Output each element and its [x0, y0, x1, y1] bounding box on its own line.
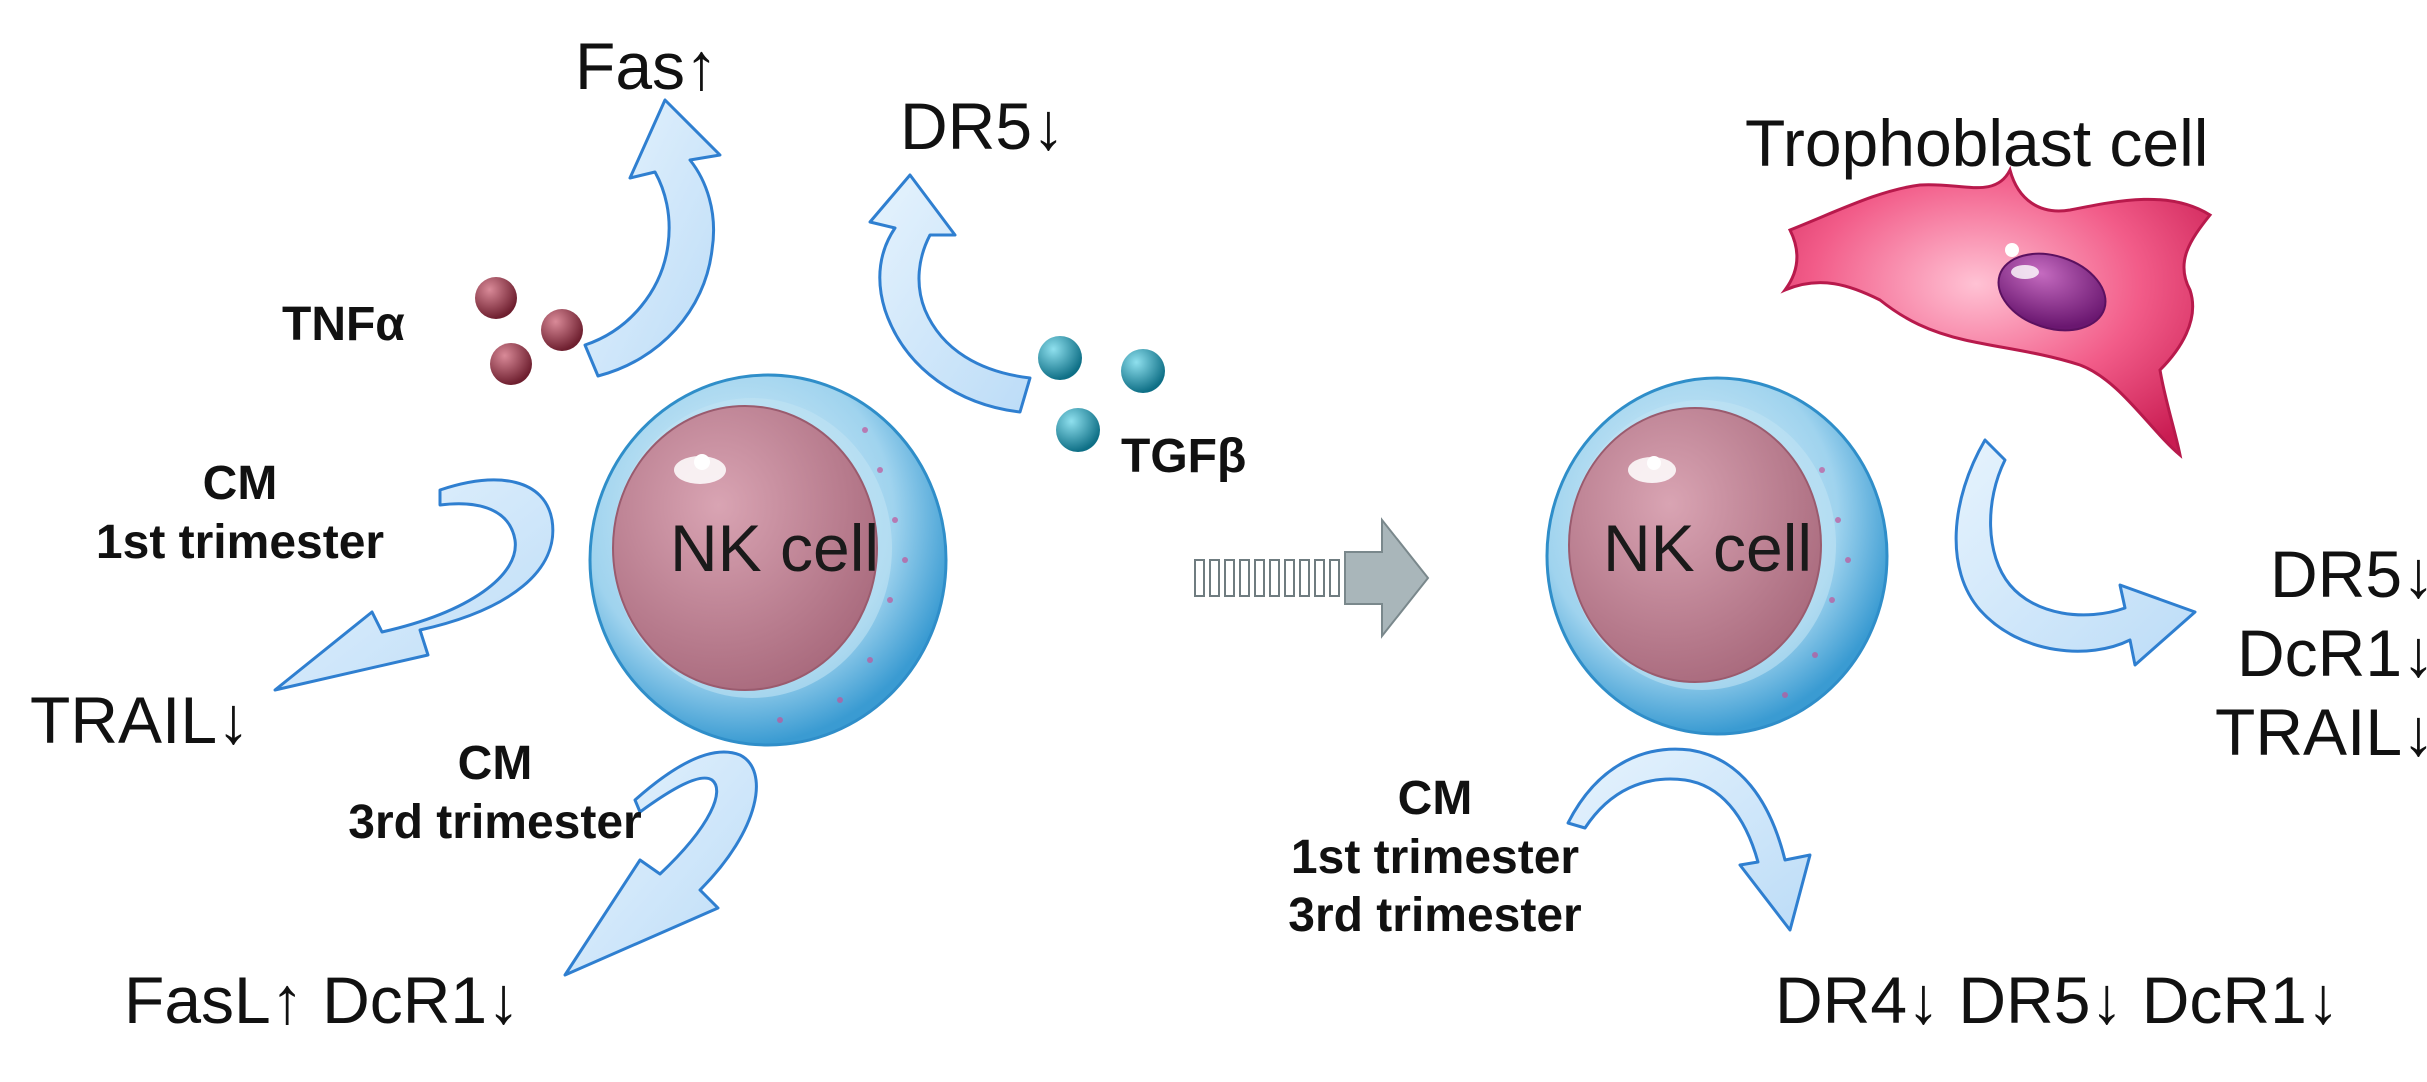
- cm-right-label: CM 1st trimester 3rd trimester: [1245, 770, 1625, 946]
- arrow-cm-first-to-trail: [273, 478, 555, 692]
- arrow-cm-third-to-fasl: [563, 750, 758, 977]
- cm-right-line1: CM: [1397, 772, 1473, 825]
- nk-cell-left: [588, 373, 948, 747]
- cm-right-line3: 3rd trimester: [1288, 889, 1582, 943]
- nk-cell-left-label: NK cell: [670, 511, 880, 585]
- trophoblast-effects-list: DR5↓ DcR1↓ TRAIL↓: [2215, 535, 2427, 773]
- nk-cell-right: [1545, 376, 1889, 736]
- cm-third-line1: CM: [457, 737, 533, 790]
- arrow-cm-right-to-receptors: [1566, 747, 1812, 932]
- arrow-trophoblast-to-receptors: [1954, 438, 2197, 667]
- cm-third-line2: 3rd trimester: [348, 795, 642, 849]
- trail-down-label: TRAIL↓: [30, 683, 251, 757]
- fasl-dcr1-label: FasL↑ DcR1↓: [124, 963, 521, 1037]
- cm-third-trimester-label: CM 3rd trimester: [310, 735, 680, 852]
- tgf-beta-label: TGFβ: [1121, 430, 1247, 483]
- tgf-beta-beads: [1038, 336, 1165, 452]
- cm-first-line2: 1st trimester: [95, 515, 385, 569]
- cm-first-line1: CM: [202, 457, 278, 510]
- nk-cell-right-label: NK cell: [1603, 511, 1813, 585]
- arrow-tnf-to-fas: [583, 98, 722, 378]
- effect-dcr1: DcR1↓: [2237, 616, 2427, 691]
- fas-up-label: Fas↑: [575, 29, 719, 103]
- trophoblast-cell-label: Trophoblast cell: [1745, 106, 2209, 180]
- transition-arrow: [1194, 517, 1430, 639]
- arrow-tgf-to-dr5: [868, 173, 1032, 414]
- effect-trail: TRAIL↓: [2215, 695, 2427, 770]
- dr5-down-label: DR5↓: [900, 89, 1066, 163]
- trophoblast-cell: [1780, 165, 2213, 459]
- effect-dr5: DR5↓: [2270, 537, 2427, 611]
- dr4-dr5-dcr1-label: DR4↓ DR5↓ DcR1↓: [1775, 963, 2340, 1037]
- tnf-alpha-beads: [475, 277, 583, 385]
- tnf-alpha-label: TNFα: [282, 298, 405, 351]
- cm-first-trimester-label: CM 1st trimester: [60, 455, 420, 572]
- cm-right-line2: 1st trimester: [1290, 830, 1580, 884]
